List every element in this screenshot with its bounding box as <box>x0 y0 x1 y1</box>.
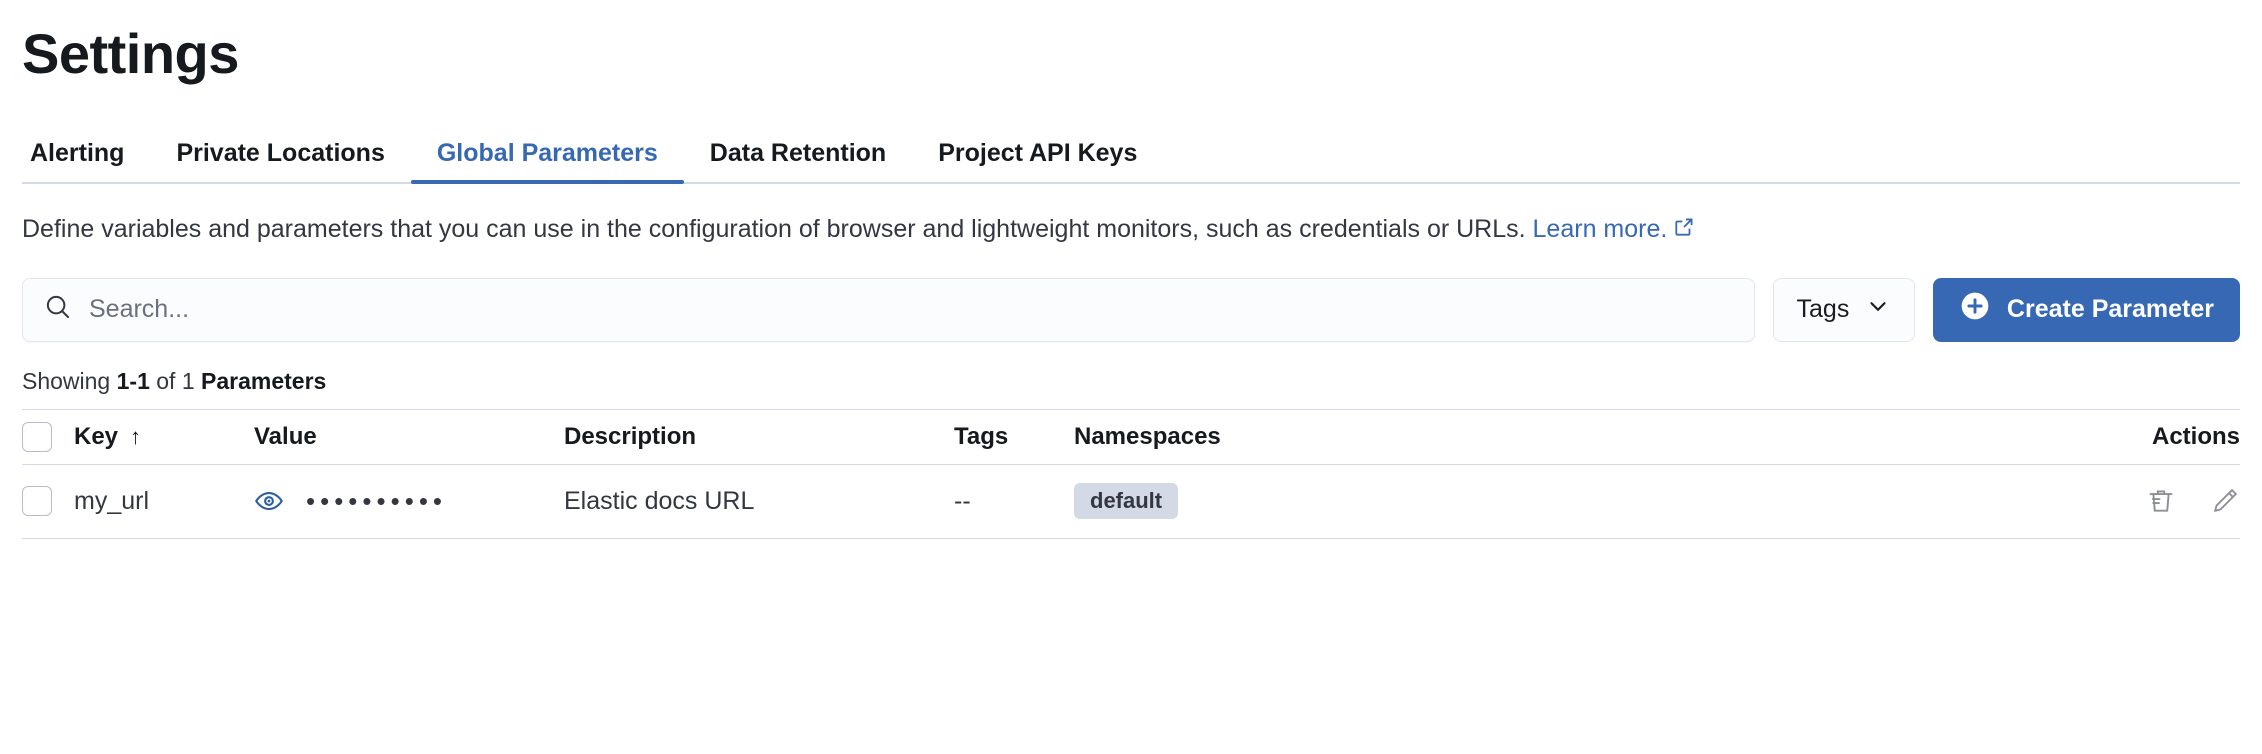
row-key-cell: my_url <box>74 487 254 516</box>
tab-private-locations[interactable]: Private Locations <box>150 141 410 182</box>
results-summary: Showing 1-1 of 1 Parameters <box>22 368 2240 395</box>
learn-more-link[interactable]: Learn more. <box>1533 215 1668 243</box>
row-select-cell <box>22 486 74 517</box>
trash-icon[interactable] <box>2146 486 2176 516</box>
tab-data-retention[interactable]: Data Retention <box>684 141 912 182</box>
column-actions: Actions <box>2100 423 2240 451</box>
tags-filter-button[interactable]: Tags <box>1772 277 1915 342</box>
column-description-label: Description <box>564 422 697 450</box>
column-key[interactable]: Key ↑ <box>74 423 254 451</box>
page-title: Settings <box>22 22 239 85</box>
row-key-value: my_url <box>74 486 150 515</box>
tab-label: Project API Keys <box>938 139 1138 168</box>
tags-filter-label: Tags <box>1796 295 1850 324</box>
summary-entity: Parameters <box>201 367 327 394</box>
row-select-checkbox[interactable] <box>22 486 52 517</box>
namespace-badge: default <box>1074 483 1179 520</box>
table-row: my_url •••••••••• Elastic docs URL -- <box>22 465 2240 539</box>
row-value-masked: •••••••••• <box>306 486 448 517</box>
summary-prefix: Showing <box>22 367 117 394</box>
tab-project-api-keys[interactable]: Project API Keys <box>912 141 1163 182</box>
column-tags: Tags <box>954 423 1074 451</box>
summary-middle: of 1 <box>149 367 202 394</box>
external-link-icon <box>1673 213 1695 248</box>
column-namespaces: Namespaces <box>1074 423 2100 451</box>
row-namespaces-cell: default <box>1074 483 2100 520</box>
tab-bar: Alerting Private Locations Global Parame… <box>22 126 2240 185</box>
eye-icon[interactable] <box>254 486 284 516</box>
column-namespaces-label: Namespaces <box>1074 422 1221 450</box>
row-description-value: Elastic docs URL <box>564 486 755 515</box>
search-icon <box>43 292 73 327</box>
search-box[interactable] <box>22 277 1755 342</box>
table-header-row: Key ↑ Value Description Tags Namespaces … <box>22 408 2240 465</box>
tab-label: Global Parameters <box>436 139 658 168</box>
column-actions-label: Actions <box>2151 422 2240 450</box>
sort-ascending-arrow-icon: ↑ <box>130 423 142 449</box>
learn-more-label: Learn more. <box>1532 215 1668 244</box>
select-all-checkbox[interactable] <box>22 421 52 452</box>
pencil-icon[interactable] <box>2210 486 2240 516</box>
tab-alerting[interactable]: Alerting <box>22 141 150 182</box>
create-parameter-label: Create Parameter <box>2006 295 2214 324</box>
plus-circle-icon <box>1959 290 1991 329</box>
column-value: Value <box>254 423 564 451</box>
row-value-cell: •••••••••• <box>254 486 564 516</box>
tab-label: Alerting <box>30 139 125 168</box>
row-tags-cell: -- <box>954 487 1074 516</box>
search-input[interactable] <box>89 295 1734 325</box>
column-description: Description <box>564 423 954 451</box>
column-key-label: Key <box>74 422 119 450</box>
description-body: Define variables and parameters that you… <box>22 215 1533 244</box>
tab-label: Private Locations <box>176 139 385 168</box>
description-text: Define variables and parameters that you… <box>22 212 2240 248</box>
row-tags-value: -- <box>954 486 971 515</box>
column-tags-label: Tags <box>954 422 1009 450</box>
row-actions-cell <box>2100 486 2240 516</box>
controls-bar: Tags Create Parameter <box>22 277 2240 342</box>
tab-label: Data Retention <box>709 139 887 168</box>
row-description-cell: Elastic docs URL <box>564 487 954 516</box>
column-value-label: Value <box>254 422 317 450</box>
chevron-down-icon <box>1865 293 1891 326</box>
select-all-cell <box>22 421 74 452</box>
summary-range: 1-1 <box>116 367 150 394</box>
tab-global-parameters[interactable]: Global Parameters <box>410 139 684 185</box>
create-parameter-button[interactable]: Create Parameter <box>1932 277 2240 342</box>
parameters-table: Key ↑ Value Description Tags Namespaces … <box>22 408 2240 539</box>
